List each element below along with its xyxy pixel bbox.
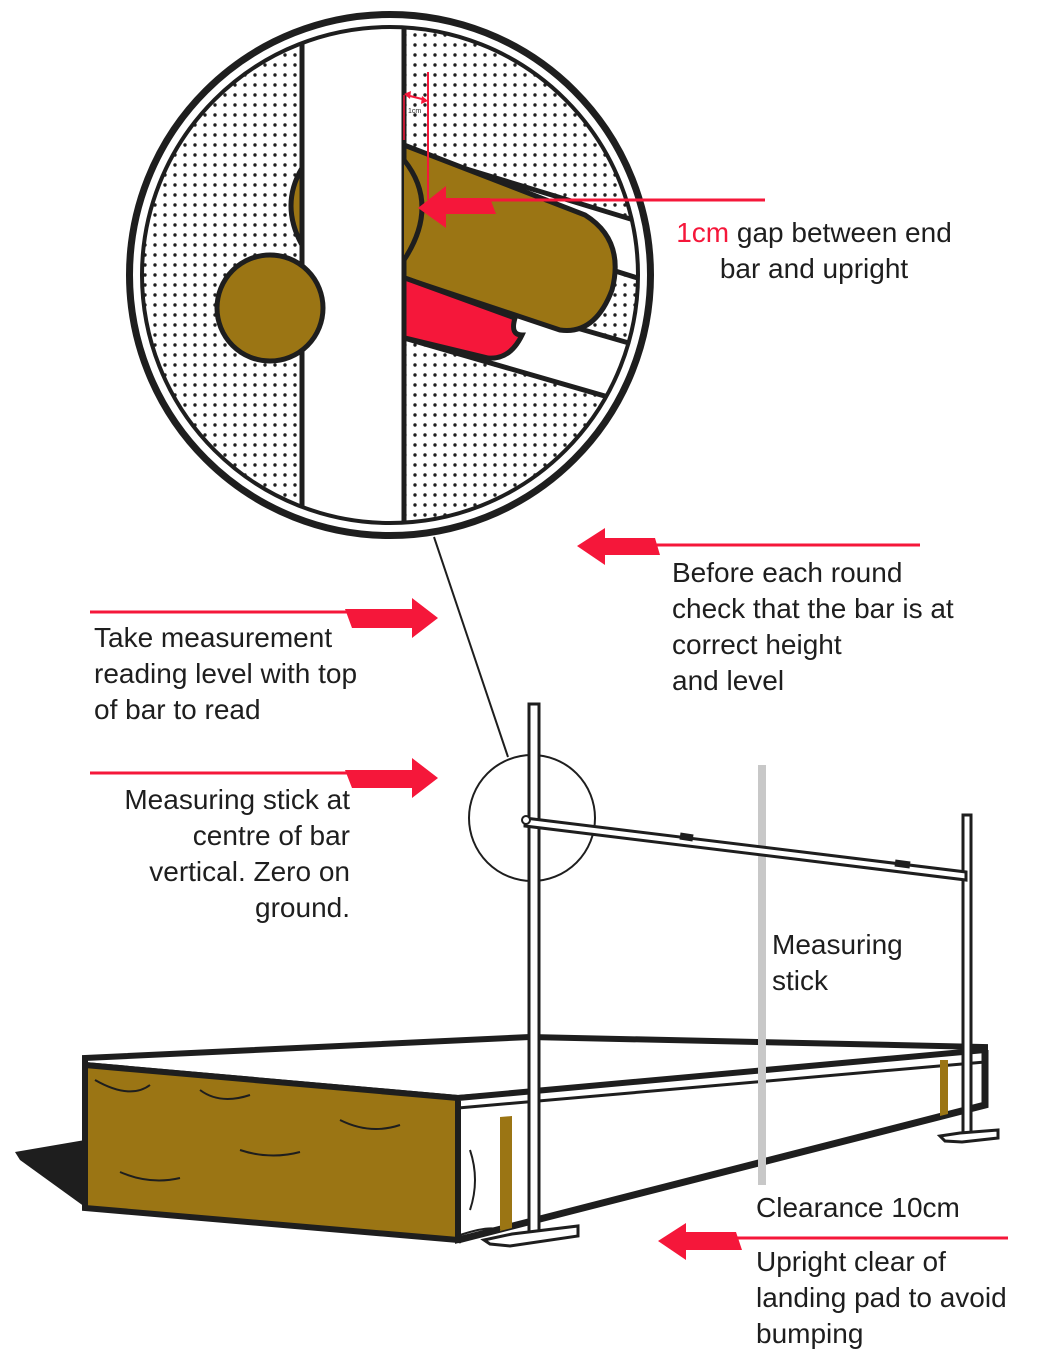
measuring-stick-centre-callout: Measuring stick at centre of bar vertica… [124, 784, 350, 923]
gap-scale-label: 1cm [408, 108, 422, 115]
gap-value: 1cm [676, 217, 730, 248]
arrow-left-icon [577, 528, 920, 565]
before-round-callout: Before each round check that the bar is … [672, 557, 954, 696]
bar-end-circle [214, 252, 326, 364]
landing-pad [15, 1033, 989, 1244]
arrow-left-icon [658, 1223, 1008, 1260]
measuring-stick-label: Measuring stick [772, 929, 903, 996]
bar-body [401, 141, 618, 333]
magnifier-circle-icon [126, 11, 654, 539]
arrow-left-icon [418, 186, 765, 228]
bar-end-arc [288, 166, 305, 247]
upright-left [480, 702, 580, 1248]
magnifier-connector-line [433, 536, 509, 758]
clearance-label: Clearance 10cm [756, 1192, 960, 1223]
upright-clear-callout: Upright clear of landing pad to avoid bu… [756, 1246, 1007, 1349]
arrow-right-icon [90, 598, 438, 638]
gap-scale-marker [403, 72, 429, 200]
upright-right [936, 813, 1000, 1144]
gap-callout: 1cm gap between end bar and upright [676, 217, 952, 284]
take-measurement-callout: Take measurement reading level with top … [94, 622, 358, 725]
crossbar [521, 815, 968, 882]
measuring-stick [758, 765, 766, 1185]
arrow-right-icon [90, 758, 438, 798]
